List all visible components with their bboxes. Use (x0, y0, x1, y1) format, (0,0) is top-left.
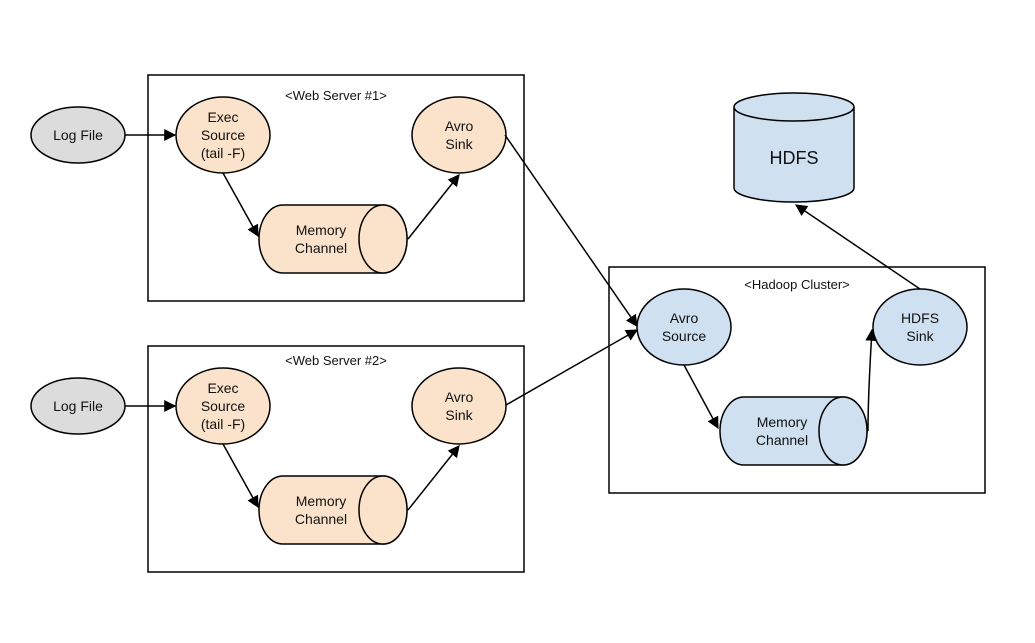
exec-source-line-2: Source (201, 127, 246, 143)
memory-channel-line-2: Channel (295, 511, 347, 527)
log-file-label: Log File (53, 398, 103, 414)
web-server-1-exec-source: Exec Source (tail -F) (175, 96, 271, 174)
exec-source-line-1: Exec (207, 109, 238, 125)
hadoop-memory-channel: Memory Channel (719, 396, 868, 466)
memory-channel-line-1: Memory (296, 493, 347, 509)
avro-sink-line-1: Avro (445, 389, 474, 405)
web-server-1-box (147, 74, 525, 302)
web-server-2-box (147, 345, 525, 573)
avro-source-line-2: Source (662, 328, 707, 344)
arrow-channel1-to-sink1 (407, 174, 460, 240)
arrow-sink2-to-hadoop-source (505, 329, 639, 406)
memory-channel-line-1: Memory (296, 222, 347, 238)
hdfs-sink-line-2: Sink (906, 328, 934, 344)
memory-channel-line-1: Memory (757, 414, 808, 430)
exec-source-line-3: (tail -F) (201, 145, 245, 161)
exec-source-line-3: (tail -F) (201, 416, 245, 432)
hadoop-hdfs-sink: HDFS Sink (872, 288, 968, 366)
web-server-1-title: <Web Server #1> (285, 88, 387, 103)
hdfs-label: HDFS (770, 148, 819, 168)
arrow-exec1-to-channel1 (222, 172, 259, 238)
web-server-1-log-file: Log File (30, 106, 126, 164)
hadoop-cluster-box (608, 266, 986, 494)
web-server-2-title: <Web Server #2> (285, 353, 387, 368)
avro-sink-line-1: Avro (445, 118, 474, 134)
hdfs-storage: HDFS (733, 92, 855, 203)
web-server-2-memory-channel: Memory Channel (258, 475, 408, 545)
avro-sink-line-2: Sink (445, 136, 473, 152)
hadoop-cluster-title: <Hadoop Cluster> (744, 277, 850, 292)
hadoop-avro-source: Avro Source (636, 288, 732, 366)
web-server-1-memory-channel: Memory Channel (258, 204, 408, 274)
web-server-1-avro-sink: Avro Sink (411, 96, 507, 174)
exec-source-line-1: Exec (207, 380, 238, 396)
arrow-sink1-to-hadoop-source (504, 134, 638, 327)
arrow-channel-to-hdfs-sink (865, 328, 878, 432)
memory-channel-line-2: Channel (756, 432, 808, 448)
arrow-channel2-to-sink2 (407, 445, 460, 511)
web-server-2-avro-sink: Avro Sink (411, 367, 507, 445)
exec-source-line-2: Source (201, 398, 246, 414)
avro-source-line-1: Avro (670, 310, 699, 326)
log-file-label: Log File (53, 127, 103, 143)
avro-sink-line-2: Sink (445, 407, 473, 423)
web-server-2-exec-source: Exec Source (tail -F) (175, 367, 271, 445)
arrow-hdfs-sink-to-hdfs (795, 204, 921, 290)
arrow-exec2-to-channel2 (222, 443, 259, 509)
arrow-source-to-channel (683, 364, 719, 430)
memory-channel-line-2: Channel (295, 240, 347, 256)
web-server-2-log-file: Log File (30, 377, 126, 435)
hdfs-sink-line-1: HDFS (901, 310, 939, 326)
